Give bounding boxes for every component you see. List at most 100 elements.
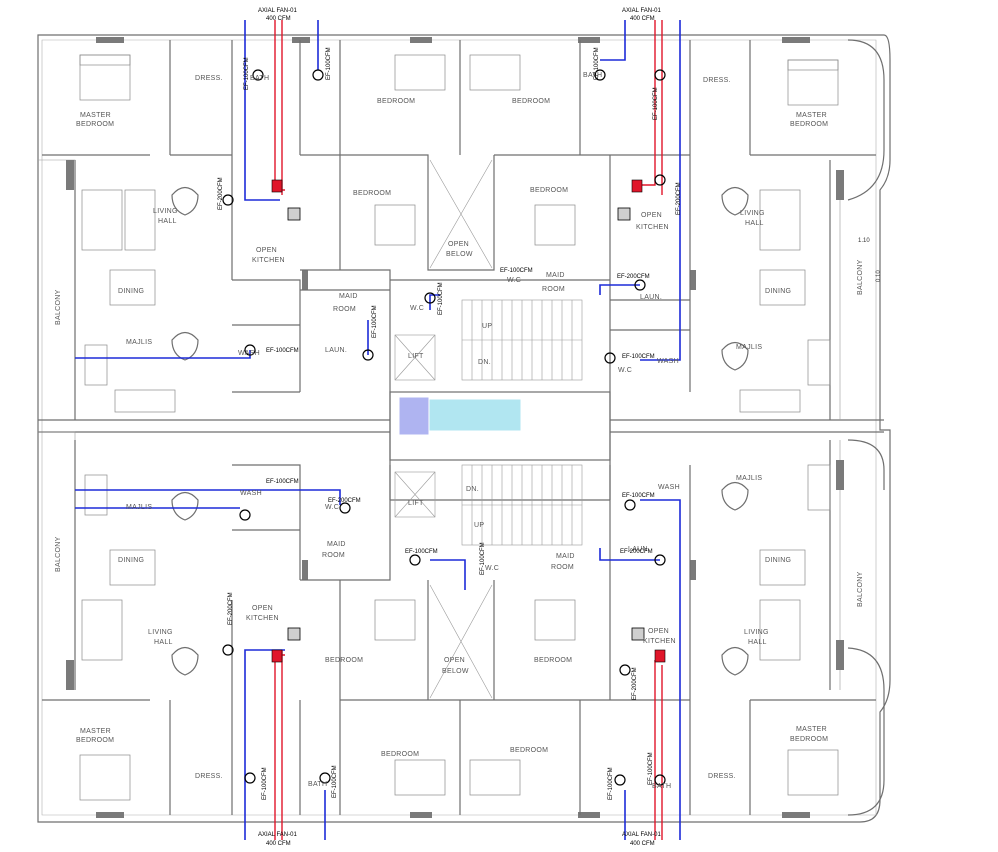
hall-label-br: HALL: [748, 639, 767, 646]
bath-label-4: BATH: [652, 783, 671, 790]
ef-tag-18: EF-200CFM: [620, 549, 653, 555]
dining-label-br: DINING: [765, 557, 791, 564]
bath-label-1: BATH: [250, 75, 269, 82]
dn-label-1: DN.: [478, 359, 491, 366]
wc-label-5: W.C: [485, 565, 499, 572]
ef-tag-10: EF-100CFM: [594, 47, 600, 80]
maid-label-tl: MAID: [339, 293, 358, 300]
master-bedroom-label-tl: BEDROOM: [76, 121, 114, 128]
hall-label-tl: HALL: [158, 218, 177, 225]
bedroom-label-6: BEDROOM: [534, 657, 572, 664]
majlis-label-br: MAJLIS: [736, 475, 762, 482]
ef-tag-8: EF-200CFM: [617, 274, 650, 280]
exhaust-fan-icon: [244, 344, 256, 356]
open-label-tr: OPEN: [641, 212, 662, 219]
balcony-label-4: BALCONY: [857, 571, 864, 607]
ef-tag-17: EF-100CFM: [622, 493, 655, 499]
wash-label-bl: WASH: [240, 490, 262, 497]
ef-tag-24: EF-200CFM: [632, 667, 638, 700]
ef-tag-21: EF-100CFM: [332, 765, 338, 798]
up-label-1: UP: [482, 323, 492, 330]
exhaust-fan-icon: [604, 352, 616, 364]
axial-fan-label-bl: AXIAL FAN-01: [258, 832, 297, 838]
hall-label-bl: HALL: [154, 639, 173, 646]
ac-unit-icon: [617, 207, 631, 221]
wash-label-tl: WASH: [238, 350, 260, 357]
wash-label-tr: WASH: [657, 358, 679, 365]
dn-label-2: DN.: [466, 486, 479, 493]
master-bedroom-label-bl: BEDROOM: [76, 737, 114, 744]
supply-ducts: [75, 20, 681, 840]
ac-unit-icon: [271, 179, 283, 193]
bedroom-label-7: BEDROOM: [381, 751, 419, 758]
ef-tag-20: EF-100CFM: [262, 767, 268, 800]
exhaust-fan-icon: [319, 772, 331, 784]
axial-cfm-label-tl: 400 CFM: [266, 16, 291, 22]
ac-unit-icon: [631, 627, 645, 641]
exhaust-fan-icon: [654, 174, 666, 186]
dim-label-2: 0.10: [876, 270, 882, 282]
maid-label-tr: MAID: [546, 272, 565, 279]
kitchen-label-tr: KITCHEN: [636, 224, 669, 231]
ef-tag-6: EF-100CFM: [438, 282, 444, 315]
dress-label-tr: DRESS.: [703, 77, 731, 84]
master-label-br: MASTER: [796, 726, 827, 733]
bedroom-label-5: BEDROOM: [325, 657, 363, 664]
wc-label-1: W.C: [410, 305, 424, 312]
hall-label-tr: HALL: [745, 220, 764, 227]
majlis-label-tl: MAJLIS: [126, 339, 152, 346]
lift-label-2: LIFT: [408, 500, 424, 507]
kitchen-label-bl: KITCHEN: [246, 615, 279, 622]
exhaust-fan-icon: [244, 772, 256, 784]
bedroom-label-2: BEDROOM: [512, 98, 550, 105]
below-label-1: BELOW: [446, 251, 473, 258]
living-label-bl: LIVING: [148, 629, 173, 636]
below-label-2: BELOW: [442, 668, 469, 675]
room-label-tr: ROOM: [542, 286, 565, 293]
exhaust-fan-icon: [624, 499, 636, 511]
stair-icon: [461, 299, 583, 546]
kitchen-label-tl: KITCHEN: [252, 257, 285, 264]
majlis-label-tr: MAJLIS: [736, 344, 762, 351]
axial-fan-label-tl: AXIAL FAN-01: [258, 8, 297, 14]
open-label-bl: OPEN: [252, 605, 273, 612]
exhaust-fan-icon: [654, 774, 666, 786]
dress-label-bl: DRESS.: [195, 773, 223, 780]
lift-label-1: LIFT: [408, 353, 424, 360]
laun-label-tr: LAUN.: [640, 294, 662, 301]
open-below-label-1: OPEN: [448, 241, 469, 248]
majlis-label-bl: MAJLIS: [126, 504, 152, 511]
ac-unit-icon: [271, 649, 283, 663]
bath-label-3: BATH: [308, 781, 327, 788]
dress-label-br: DRESS.: [708, 773, 736, 780]
ef-tag-13: EF-100CFM: [266, 479, 299, 485]
exhaust-fan-icon: [634, 279, 646, 291]
exhaust-fan-icon: [252, 69, 264, 81]
exhaust-fan-icon: [362, 349, 374, 361]
furniture: [79, 54, 839, 801]
equipment: [222, 69, 666, 786]
ef-tag-7: EF-100CFM: [500, 268, 533, 274]
wc-label-3: W.C: [618, 367, 632, 374]
exhaust-fan-icon: [312, 69, 324, 81]
ef-tag-14: EF-200CFM: [328, 498, 361, 504]
ef-tag-5: EF-100CFM: [372, 305, 378, 338]
ef-tag-1: EF-100CFM: [244, 57, 250, 90]
dress-label-tl: DRESS.: [195, 75, 223, 82]
exhaust-fan-icon: [654, 554, 666, 566]
dining-label-tl: DINING: [118, 288, 144, 295]
up-label-2: UP: [474, 522, 484, 529]
exhaust-fan-icon: [222, 644, 234, 656]
exhaust-fan-icon: [619, 664, 631, 676]
kitchen-label-br: KITCHEN: [643, 638, 676, 645]
living-label-tl: LIVING: [153, 208, 178, 215]
ef-tag-16: EF-100CFM: [480, 542, 486, 575]
dining-label-tr: DINING: [765, 288, 791, 295]
ef-tag-15: EF-100CFM: [405, 549, 438, 555]
ef-tag-11: EF-100CFM: [653, 87, 659, 120]
living-label-tr: LIVING: [740, 210, 765, 217]
wc-label-2: W.C: [507, 277, 521, 284]
exhaust-fan-icon: [594, 69, 606, 81]
bedroom-label-4: BEDROOM: [530, 187, 568, 194]
